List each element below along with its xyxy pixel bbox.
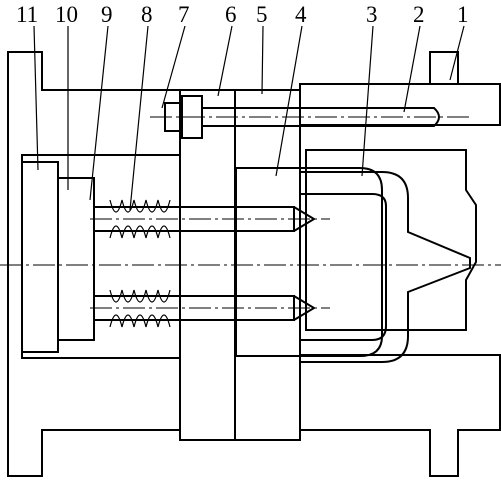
label-6: 6 (225, 2, 237, 27)
part-3-molded-part (299, 171, 471, 363)
part-8-return-pins (93, 206, 316, 321)
part-4-core (235, 167, 383, 357)
label-1: 1 (457, 2, 469, 27)
label-2: 2 (413, 2, 425, 27)
part-10-ejector-retainer-plate (21, 161, 59, 353)
label-5: 5 (256, 2, 268, 27)
part-11-clamp-plate (7, 51, 181, 477)
label-10: 10 (55, 2, 78, 27)
label-11: 11 (16, 2, 38, 27)
label-7: 7 (178, 2, 190, 27)
label-8: 8 (141, 2, 153, 27)
part-8-springs (109, 199, 171, 328)
part-9-ejector-plate (57, 177, 95, 341)
label-4: 4 (295, 2, 307, 27)
center-lines (0, 116, 501, 309)
leader-lines (33, 25, 465, 211)
part-2-guide-rod (201, 107, 440, 127)
label-9: 9 (101, 2, 113, 27)
label-3: 3 (366, 2, 378, 27)
part-labels: 11 10 9 8 7 6 5 4 3 2 1 (16, 2, 469, 27)
